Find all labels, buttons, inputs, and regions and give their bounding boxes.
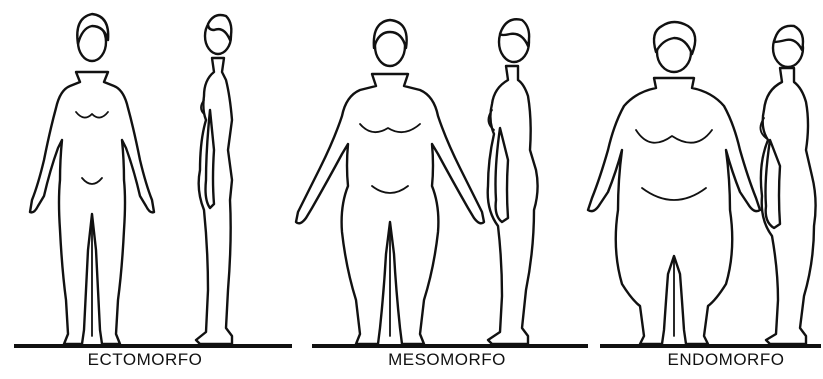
label-mesomorph: MESOMORFO <box>342 350 552 370</box>
endomorph-side-figure <box>760 26 815 344</box>
endomorph-front-figure <box>588 22 760 344</box>
ectomorph-front-figure <box>30 14 154 344</box>
ectomorph-side-figure <box>196 15 232 344</box>
label-ectomorph: ECTOMORFO <box>40 350 250 370</box>
mesomorph-side-figure <box>488 19 538 344</box>
mesomorph-front-figure <box>296 20 484 344</box>
label-endomorph: ENDOMORFO <box>626 350 823 370</box>
